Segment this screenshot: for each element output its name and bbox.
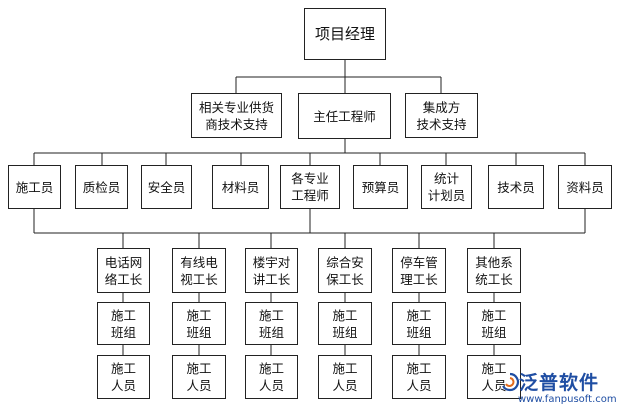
node-material-clerk: 材料员	[212, 165, 269, 209]
node-budget-officer: 预算员	[353, 165, 408, 209]
node-planning-statistician: 统计 计划员	[421, 165, 472, 209]
node-worker: 施工 人员	[245, 355, 298, 399]
node-team: 施工 班组	[245, 302, 298, 345]
node-integrator-support: 集成方 技术支持	[405, 93, 478, 138]
node-leader-telephone: 电话网 络工长	[97, 248, 150, 293]
node-quality-inspector: 质检员	[75, 165, 128, 209]
node-worker: 施工 人员	[392, 355, 446, 399]
node-worker: 施工 人员	[318, 355, 372, 399]
node-worker: 施工 人员	[467, 355, 521, 399]
logo-name: 泛普软件	[519, 372, 600, 394]
node-discipline-engineers: 各专业 工程师	[280, 165, 340, 209]
node-team: 施工 班组	[97, 302, 150, 345]
swirl-icon	[502, 372, 519, 392]
logo-url: www.fanpusoft.com	[518, 394, 617, 405]
node-leader-intercom: 楼宇对 讲工长	[245, 248, 298, 293]
node-project-manager: 项目经理	[304, 8, 386, 60]
node-chief-engineer: 主任工程师	[298, 93, 391, 139]
node-team: 施工 班组	[318, 302, 372, 345]
node-technician: 技术员	[488, 165, 544, 209]
node-leader-cable-tv: 有线电 视工长	[172, 248, 226, 293]
node-leader-parking: 停车管 理工长	[392, 248, 446, 293]
node-safety-officer: 安全员	[141, 165, 192, 209]
node-team: 施工 班组	[392, 302, 446, 345]
node-leader-security: 综合安 保工长	[318, 248, 372, 293]
node-team: 施工 班组	[172, 302, 226, 345]
node-document-clerk: 资料员	[558, 165, 612, 209]
node-worker: 施工 人员	[97, 355, 150, 399]
node-team: 施工 班组	[467, 302, 521, 345]
watermark-logo	[502, 368, 619, 416]
node-constructor: 施工员	[8, 165, 61, 209]
node-leader-other-systems: 其他系 统工长	[467, 248, 521, 293]
node-supplier-support: 相关专业供货 商技术支持	[191, 93, 282, 138]
node-worker: 施工 人员	[172, 355, 226, 399]
